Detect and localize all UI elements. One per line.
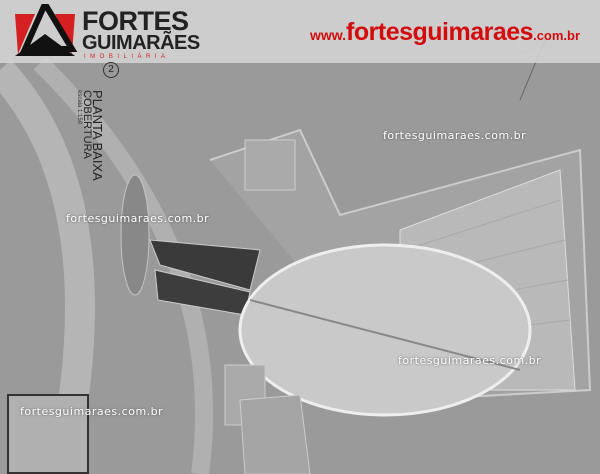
site-prefix: www.: [310, 27, 347, 43]
brand-name-line1: FORTES: [82, 6, 189, 36]
header-banner: FORTES GUIMARÃES IMOBILIÁRIA www.fortesg…: [0, 0, 600, 63]
watermark: fortesguimaraes.com.br: [66, 212, 210, 225]
website-link[interactable]: www.fortesguimaraes.com.br: [310, 18, 580, 47]
plan-scale: escala 1:150: [76, 90, 82, 125]
watermark: fortesguimaraes.com.br: [20, 405, 164, 418]
company-logo-icon: [15, 4, 78, 56]
watermark: fortesguimaraes.com.br: [383, 129, 527, 142]
watermark: fortesguimaraes.com.br: [398, 354, 542, 367]
plan-subtitle: COBERTURA: [81, 90, 93, 159]
plan-number: 2: [103, 62, 119, 78]
site-main: fortesguimaraes: [346, 18, 534, 46]
brand-tagline: IMOBILIÁRIA: [84, 54, 170, 60]
site-suffix: .com.br: [533, 28, 581, 43]
brand-name-line2: GUIMARÃES: [82, 32, 200, 54]
